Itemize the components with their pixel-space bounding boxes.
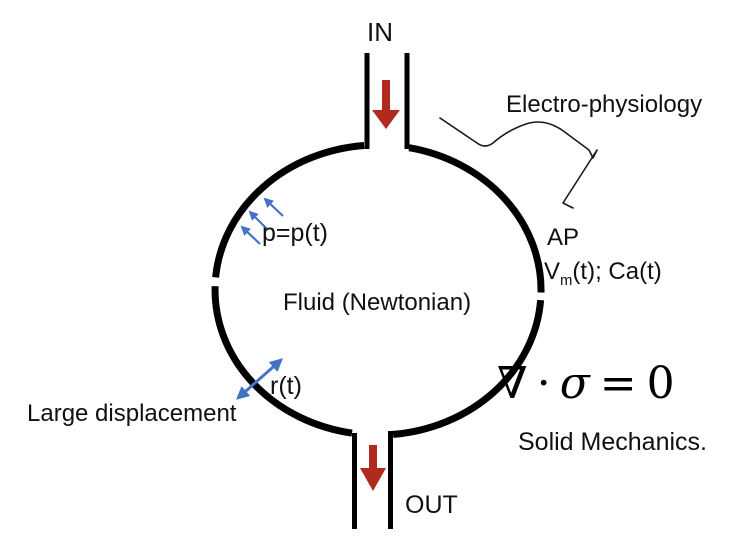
- fluid-label: Fluid (Newtonian): [283, 289, 472, 316]
- sigma-symbol: σ: [559, 358, 590, 409]
- pressure-arrow-2: [248, 210, 269, 231]
- electrophysiology-label: Electro-physiology: [506, 91, 703, 118]
- outflow-arrow-head-icon: [360, 468, 386, 491]
- pressure-arrow-3: [240, 225, 261, 245]
- nabla-symbol: ∇: [497, 358, 528, 409]
- equals-sign: =: [599, 358, 637, 409]
- membrane-potential-label: Vm(t); Ca(t): [544, 258, 662, 289]
- action-potential-label: AP: [547, 224, 580, 251]
- solid-mechanics-label: Solid Mechanics.: [518, 428, 707, 456]
- large-displacement-label: Large displacement: [27, 400, 237, 427]
- displacement-double-arrow: [236, 358, 283, 400]
- zero-value: 0: [646, 358, 675, 409]
- pressure-arrow-1: [263, 197, 284, 217]
- outlet-label: OUT: [405, 491, 458, 519]
- chamber-wall-arc-top-right: [408, 144, 545, 293]
- pressure-label: p=p(t): [262, 219, 329, 247]
- electrophysiology-pointer-squiggle: [439, 117, 598, 209]
- inflow-arrow-head-icon: [372, 110, 400, 129]
- membrane-potential-subscript: m: [560, 272, 573, 289]
- chamber-wall-arc-bottom-right: [392, 299, 545, 438]
- radius-label: r(t): [270, 372, 302, 400]
- chamber-wall-arc-top-left: [212, 142, 365, 278]
- solid-mechanics-equation: ∇ · σ = 0: [497, 358, 675, 409]
- inlet-label: IN: [367, 17, 393, 47]
- dot-operator: ·: [536, 358, 551, 409]
- membrane-potential-rest: (t); Ca(t): [572, 258, 662, 285]
- membrane-potential-symbol: V: [544, 258, 561, 285]
